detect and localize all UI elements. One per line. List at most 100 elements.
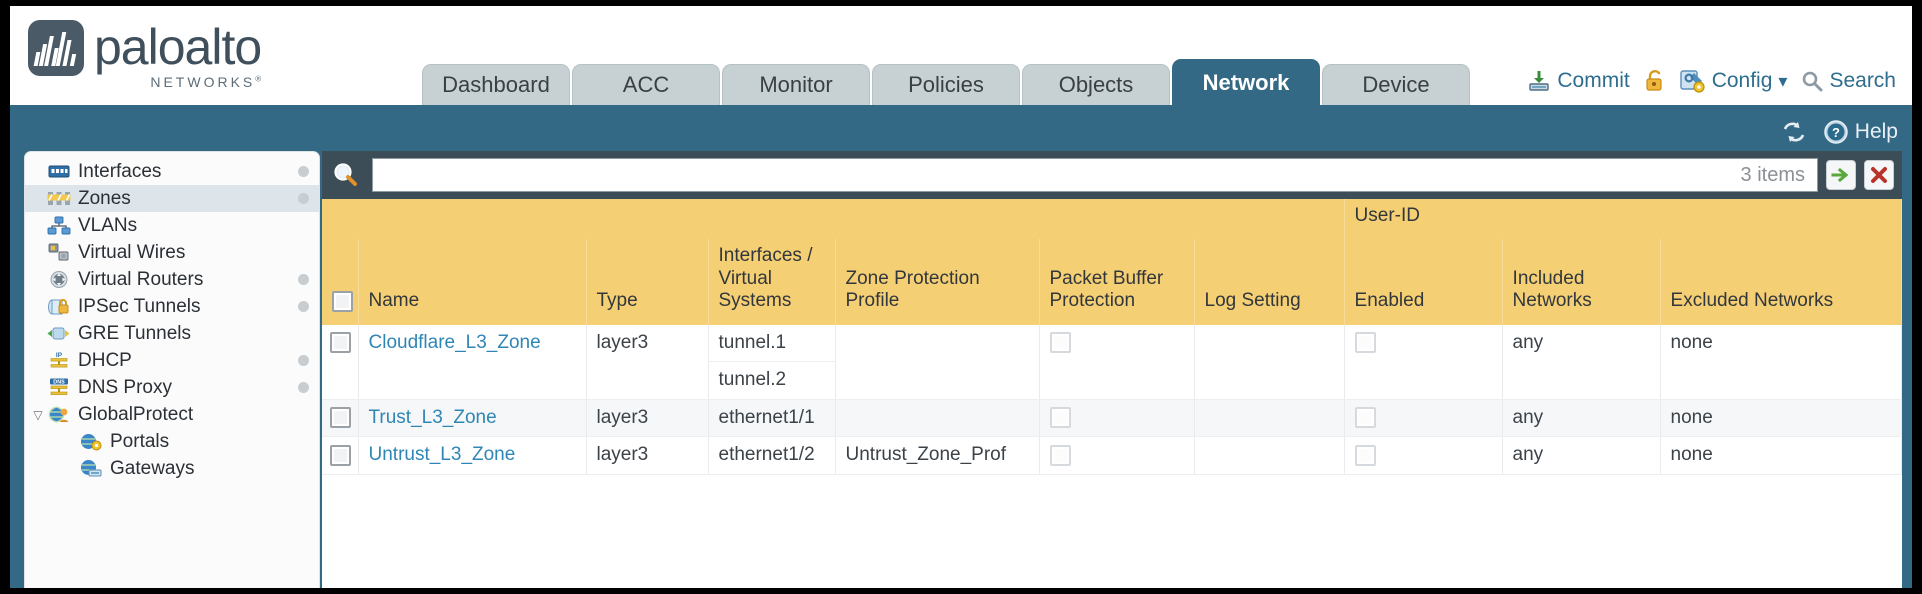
config-menu[interactable]: Config ▾ (1680, 69, 1788, 93)
cell-excluded-networks: none (1660, 399, 1902, 438)
cell-userid-enabled (1344, 399, 1503, 438)
sidebar-item-dns-proxy[interactable]: DNS DNS Proxy (25, 374, 319, 401)
zone-name-link[interactable]: Trust_L3_Zone (368, 406, 497, 428)
cell-name: Trust_L3_Zone (358, 399, 587, 438)
refresh-button[interactable] (1781, 120, 1807, 144)
tab-policies[interactable]: Policies (872, 64, 1020, 105)
top-actions: Commit (1527, 69, 1896, 93)
brand-tagline: NETWORKS® (150, 74, 262, 90)
sidebar-item-label: IPSec Tunnels (78, 295, 201, 317)
cell-log-setting (1194, 436, 1345, 475)
network-sidebar: Interfaces Zones (24, 151, 320, 588)
svg-text:?: ? (1832, 125, 1840, 140)
select-all-header (322, 239, 359, 325)
sidebar-item-gre-tunnels[interactable]: GRE Tunnels (25, 320, 319, 347)
cell-name: Untrust_L3_Zone (358, 436, 587, 475)
lock-button[interactable] (1644, 69, 1666, 93)
userid-enabled-checkbox[interactable] (1354, 407, 1376, 429)
sidebar-item-interfaces[interactable]: Interfaces (25, 158, 319, 185)
cell-packet-buffer-protection (1039, 324, 1195, 400)
chevron-down-icon: ▾ (1778, 70, 1788, 91)
apply-filter-button[interactable] (1826, 160, 1856, 190)
userid-enabled-checkbox[interactable] (1354, 444, 1376, 466)
tab-acc[interactable]: ACC (572, 64, 720, 105)
cell-log-setting (1194, 399, 1345, 438)
brand-logo[interactable]: paloalto NETWORKS® (28, 20, 262, 90)
tab-monitor[interactable]: Monitor (722, 64, 870, 105)
row-checkbox[interactable] (330, 444, 351, 466)
sidebar-item-dot (298, 382, 309, 393)
tab-network[interactable]: Network (1172, 59, 1320, 105)
help-icon: ? (1823, 119, 1849, 145)
cell-excluded-networks: none (1660, 324, 1902, 400)
magnifier-icon[interactable] (328, 161, 364, 189)
col-header-included-networks[interactable]: Included Networks (1502, 239, 1661, 325)
sidebar-item-label: GlobalProtect (78, 403, 194, 425)
tab-dashboard[interactable]: Dashboard (422, 64, 570, 105)
paloalto-logo-icon (28, 20, 84, 76)
col-header-zone-protection-profile[interactable]: Zone Protection Profile (835, 239, 1040, 325)
table-header: User-ID Name Type Interfaces / Virtual S… (322, 199, 1902, 325)
col-header-packet-buffer-protection[interactable]: Packet Buffer Protection (1039, 239, 1195, 325)
sidebar-item-ipsec-tunnels[interactable]: IPSec Tunnels (25, 293, 319, 320)
zone-name-link[interactable]: Cloudflare_L3_Zone (368, 331, 541, 353)
cell-included-networks: any (1502, 399, 1661, 438)
row-checkbox[interactable] (330, 332, 351, 354)
col-header-name[interactable]: Name (358, 239, 587, 325)
cell-zone-protection-profile (835, 399, 1040, 438)
zone-name-link[interactable]: Untrust_L3_Zone (368, 444, 516, 466)
interface-entry: tunnel.2 (718, 369, 787, 391)
sidebar-item-virtual-wires[interactable]: Virtual Wires (25, 239, 319, 266)
col-header-interfaces[interactable]: Interfaces / Virtual Systems (708, 239, 836, 325)
packet-buffer-protection-checkbox[interactable] (1049, 332, 1071, 354)
refresh-icon (1781, 120, 1807, 144)
commit-label: Commit (1557, 69, 1630, 92)
cell-included-networks: any (1502, 436, 1661, 475)
search-input[interactable]: 3 items (372, 158, 1818, 192)
sidebar-item-gateways[interactable]: Gateways (25, 455, 319, 482)
sidebar-item-label: VLANs (78, 214, 138, 236)
sidebar-item-dhcp[interactable]: IP DHCP (25, 347, 319, 374)
col-header-type[interactable]: Type (586, 239, 709, 325)
column-header-row: Name Type Interfaces / Virtual Systems Z… (322, 239, 1902, 325)
sidebar-item-globalprotect[interactable]: ▽ GlobalProtect (25, 401, 319, 428)
help-button[interactable]: ? Help (1823, 119, 1898, 145)
cell-type: layer3 (586, 324, 709, 400)
sidebar-item-dot (298, 166, 309, 177)
clear-filter-button[interactable] (1864, 160, 1894, 190)
sidebar-item-dot (298, 301, 309, 312)
content-panel: 3 items (322, 151, 1902, 588)
group-header-spacer (322, 199, 1345, 240)
sidebar-item-label: GRE Tunnels (78, 322, 191, 344)
sidebar-item-portals[interactable]: Portals (25, 428, 319, 455)
table-row[interactable]: Cloudflare_L3_Zone layer3 tunnel.1 tunne… (322, 324, 1902, 400)
sidebar-item-virtual-routers[interactable]: Virtual Routers (25, 266, 319, 293)
sidebar-item-dot (298, 355, 309, 366)
col-header-log-setting[interactable]: Log Setting (1194, 239, 1345, 325)
tab-objects[interactable]: Objects (1022, 64, 1170, 105)
sidebar-item-zones[interactable]: Zones (25, 185, 319, 212)
cell-included-networks: any (1502, 324, 1661, 400)
help-bar: ? Help (1781, 119, 1898, 145)
table-row[interactable]: Trust_L3_Zone layer3 ethernet1/1 (322, 399, 1902, 438)
packet-buffer-protection-checkbox[interactable] (1049, 407, 1071, 429)
row-checkbox[interactable] (330, 407, 351, 429)
packet-buffer-protection-checkbox[interactable] (1049, 444, 1071, 466)
expand-collapse-caret-icon[interactable]: ▽ (33, 407, 43, 422)
select-all-checkbox[interactable] (332, 290, 353, 312)
commit-button[interactable]: Commit (1527, 69, 1630, 93)
interface-entry: ethernet1/2 (718, 444, 815, 466)
col-header-excluded-networks[interactable]: Excluded Networks (1660, 239, 1902, 325)
search-button[interactable]: Search (1801, 69, 1896, 93)
tab-device[interactable]: Device (1322, 64, 1470, 105)
commit-icon (1527, 69, 1551, 93)
sidebar-item-vlans[interactable]: VLANs (25, 212, 319, 239)
userid-enabled-checkbox[interactable] (1354, 332, 1376, 354)
sidebar-item-label: Portals (110, 430, 170, 452)
table-row[interactable]: Untrust_L3_Zone layer3 ethernet1/2 Untru… (322, 436, 1902, 475)
table-body: Cloudflare_L3_Zone layer3 tunnel.1 tunne… (322, 324, 1902, 475)
col-header-enabled[interactable]: Enabled (1344, 239, 1503, 325)
vlans-icon (47, 216, 71, 235)
group-header-row: User-ID (322, 199, 1902, 240)
ipsec-tunnels-icon (47, 297, 71, 316)
